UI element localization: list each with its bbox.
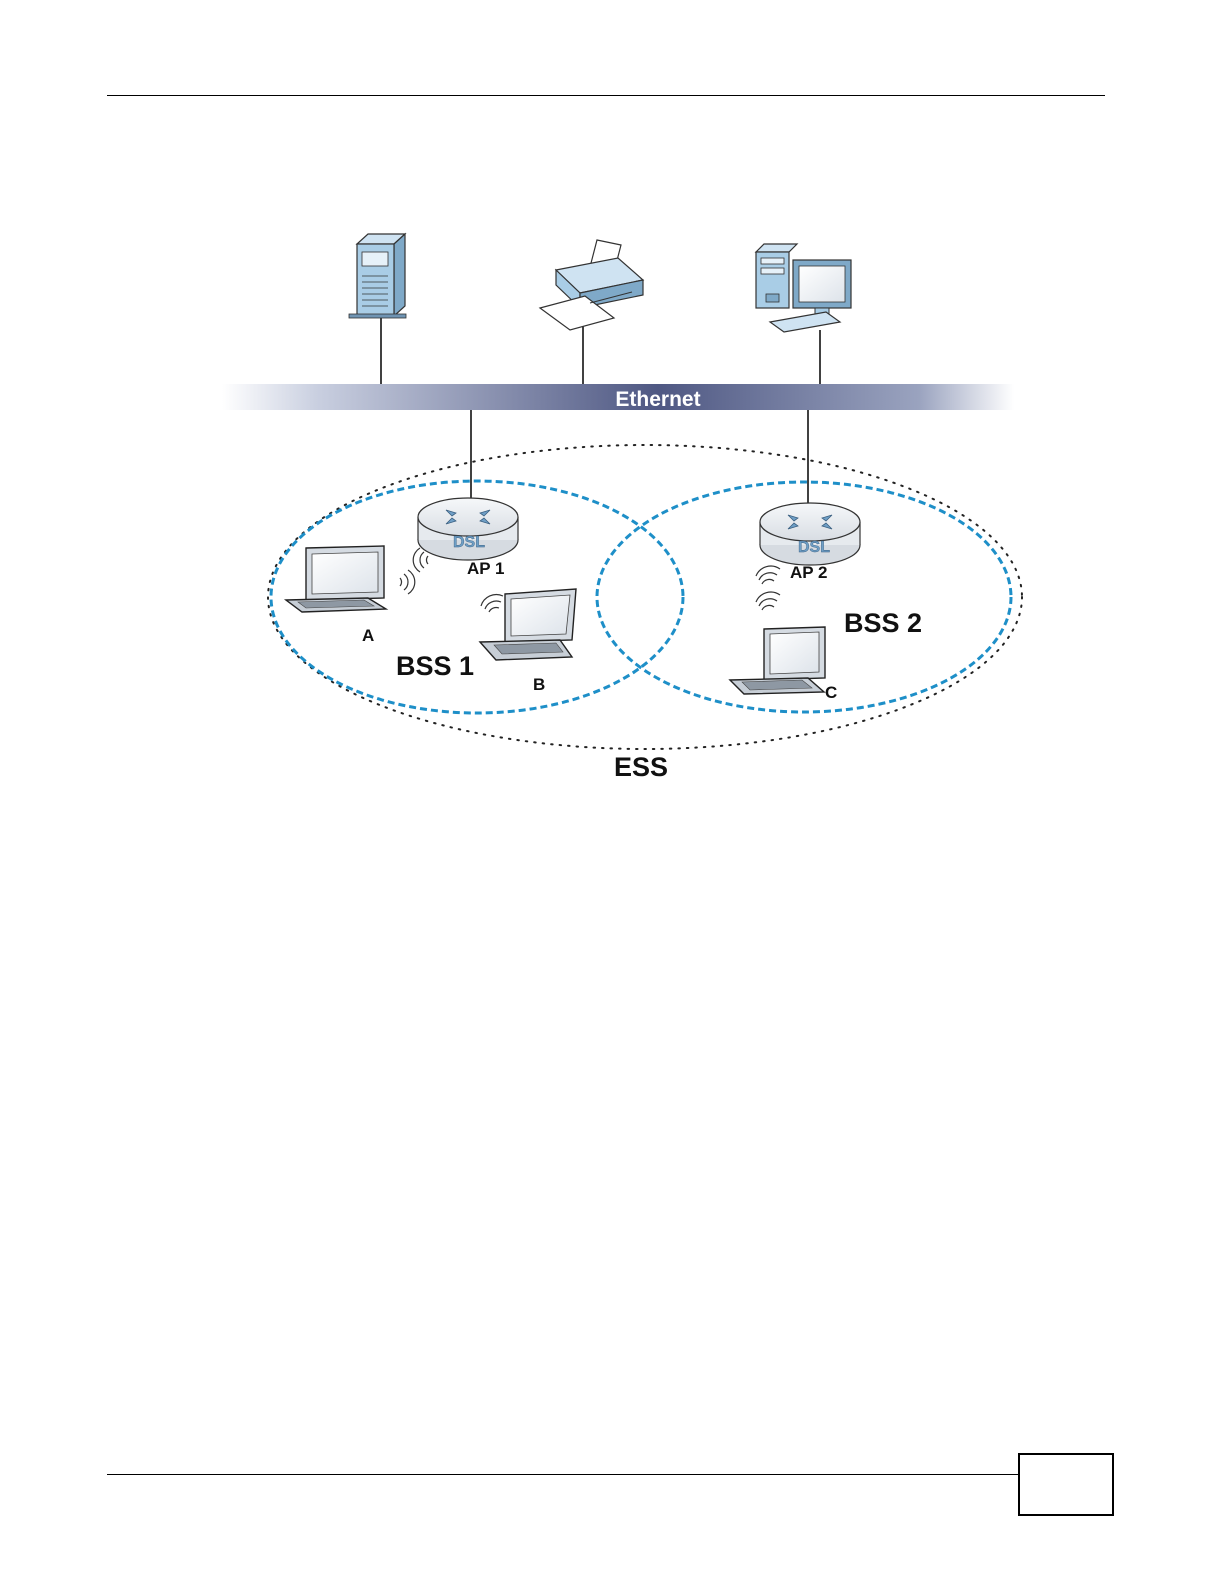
laptop-a-label: A — [362, 626, 374, 645]
ess-label: ESS — [614, 752, 668, 782]
ap1-device-text: DSL — [453, 534, 485, 551]
server-icon — [349, 234, 406, 318]
laptop-b-icon — [480, 589, 576, 660]
desktop-computer-icon — [756, 244, 851, 332]
laptop-b-label: B — [533, 675, 545, 694]
page-number-box — [1018, 1453, 1114, 1516]
laptop-c-label: C — [825, 683, 837, 702]
printer-icon — [540, 240, 643, 330]
ethernet-label: Ethernet — [615, 388, 700, 411]
footer-rule — [107, 1474, 1019, 1475]
laptop-c-icon — [730, 627, 825, 694]
router-ap1-icon: DSL — [418, 498, 518, 560]
ap2-label: AP 2 — [790, 563, 828, 582]
router-ap2-icon: DSL — [760, 503, 860, 565]
ethernet-bus: Ethernet — [222, 384, 1014, 411]
ap1-label: AP 1 — [467, 559, 505, 578]
bss1-label: BSS 1 — [396, 651, 474, 681]
ap2-device-text: DSL — [798, 539, 830, 556]
bss2-label: BSS 2 — [844, 608, 922, 638]
laptop-a-icon — [286, 546, 386, 612]
cable-lines — [381, 316, 820, 508]
